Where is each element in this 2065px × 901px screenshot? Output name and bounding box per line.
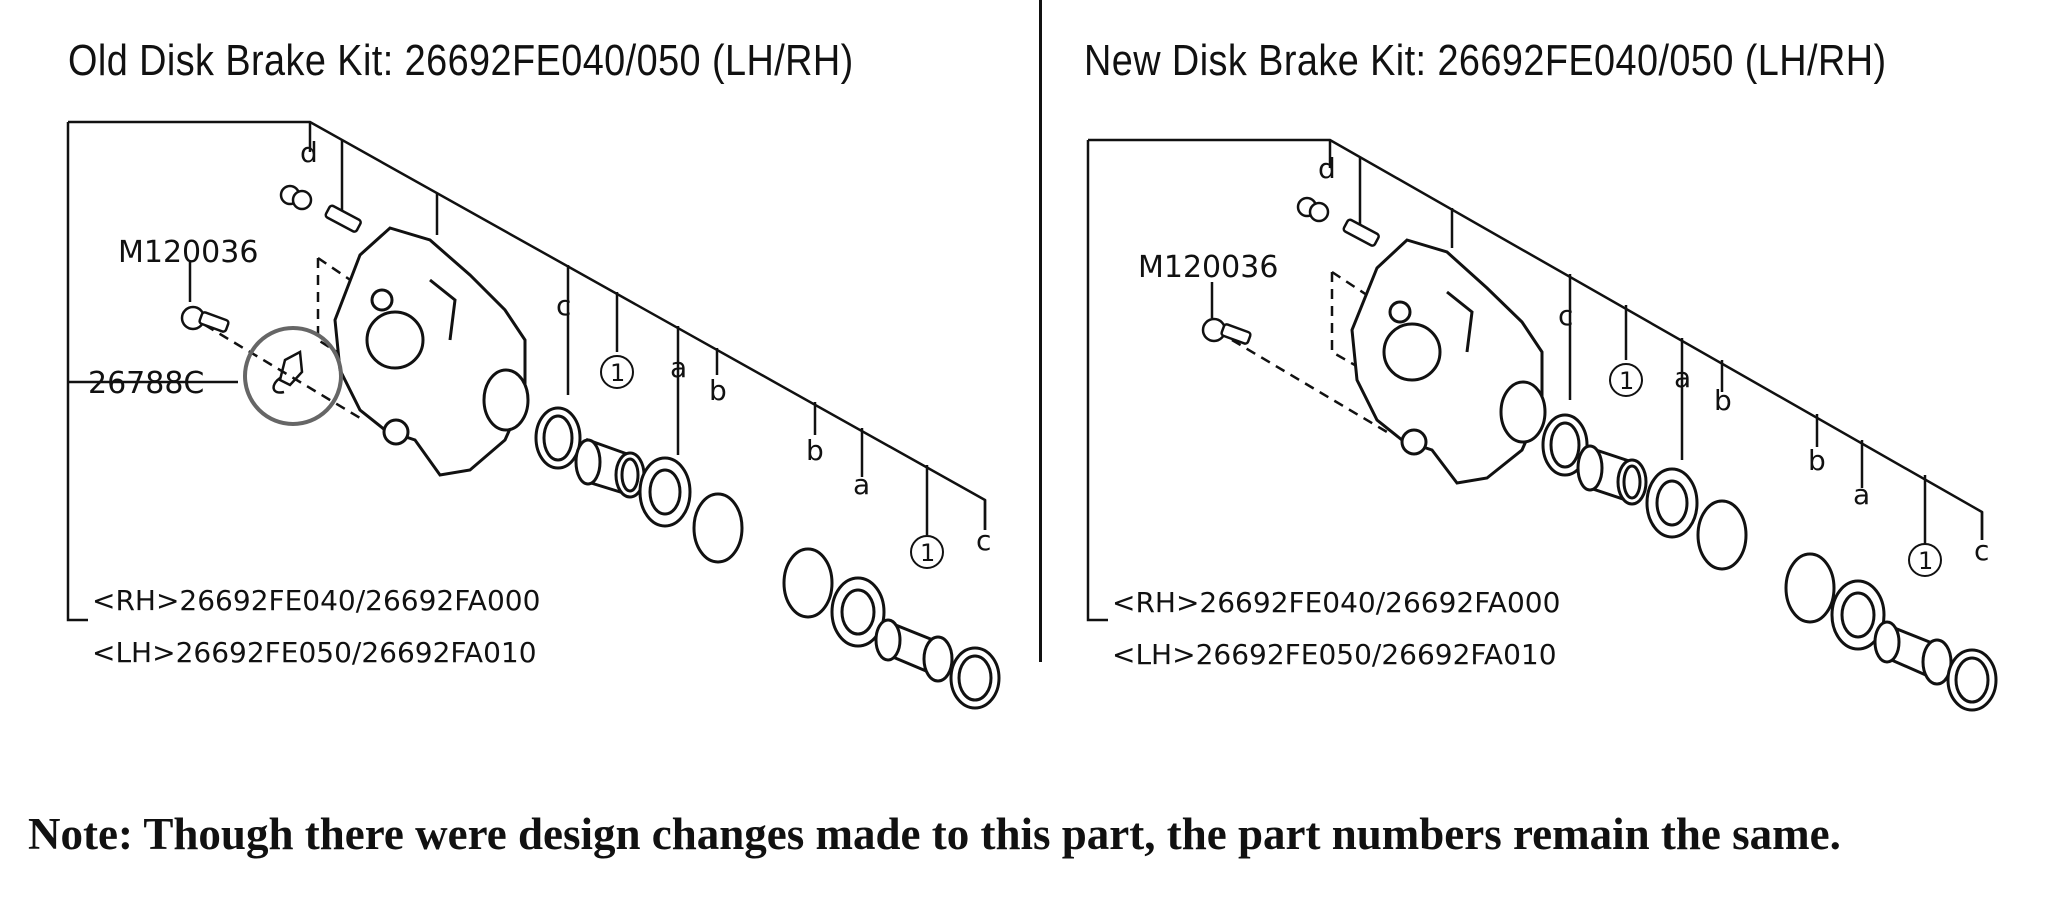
rh-part-numbers: <RH>26692FE040/26692FA000: [1112, 586, 1560, 619]
old-kit-panel: Old Disk Brake Kit: 26692FE040/050 (LH/R…: [0, 0, 1040, 760]
callout-1: 1: [610, 359, 625, 387]
bolt-part-label: M120036: [1138, 250, 1278, 285]
callout-b2: b: [1808, 444, 1826, 477]
callout-b: b: [709, 374, 727, 407]
rh-part-numbers: <RH>26692FE040/26692FA000: [92, 584, 540, 617]
callout-d: d: [1318, 152, 1336, 185]
callout-c: c: [556, 289, 571, 322]
callout-a2: a: [1853, 478, 1870, 511]
panel-divider: [1039, 0, 1042, 662]
design-change-note: Note: Though there were design changes m…: [28, 809, 1841, 859]
new-kit-panel: New Disk Brake Kit: 26692FE040/050 (LH/R…: [1042, 0, 2065, 760]
caliper-body: [333, 226, 530, 477]
lh-part-numbers: <LH>26692FE050/26692FA010: [1112, 638, 1557, 671]
callout-1: 1: [1619, 367, 1634, 395]
old-kit-diagram: M120036 26788C d c 1 a b b a 1 c <RH>266…: [66, 120, 1001, 710]
clip-part-label: 26788C: [88, 366, 204, 401]
pad-clip: [272, 350, 304, 394]
callout-b: b: [1714, 384, 1732, 417]
callout-a: a: [1674, 361, 1691, 394]
callout-c2: c: [1974, 534, 1989, 567]
bleeder-screw: [1296, 196, 1380, 247]
boot-ring: [1696, 499, 1748, 571]
caliper-body: [1350, 238, 1547, 485]
lh-part-numbers: <LH>26692FE050/26692FA010: [92, 636, 537, 669]
callout-c: c: [1558, 299, 1573, 332]
guide-bolt: [1201, 317, 1252, 345]
callout-a: a: [670, 351, 687, 384]
frame-bracket: [1086, 140, 1108, 622]
callout-1b: 1: [920, 539, 935, 567]
frame-bracket: [66, 122, 88, 622]
highlight-circle: [243, 326, 343, 426]
bolt-part-label: M120036: [118, 235, 258, 270]
callout-d: d: [300, 136, 318, 169]
callout-b2: b: [806, 434, 824, 467]
new-kit-diagram: M120036 d c 1 a b b a 1 c <RH>26692FE040…: [1086, 138, 1998, 712]
piston: [1576, 444, 1648, 506]
callout-a2: a: [853, 468, 870, 501]
old-kit-title: Old Disk Brake Kit: 26692FE040/050 (LH/R…: [68, 36, 854, 85]
callout-c2: c: [976, 524, 991, 557]
piston: [574, 437, 646, 499]
bleeder-screw: [279, 184, 362, 233]
boot-ring: [692, 492, 744, 564]
callout-1b: 1: [1918, 547, 1933, 575]
new-kit-title: New Disk Brake Kit: 26692FE040/050 (LH/R…: [1084, 36, 1887, 85]
guide-bolt: [180, 305, 230, 333]
